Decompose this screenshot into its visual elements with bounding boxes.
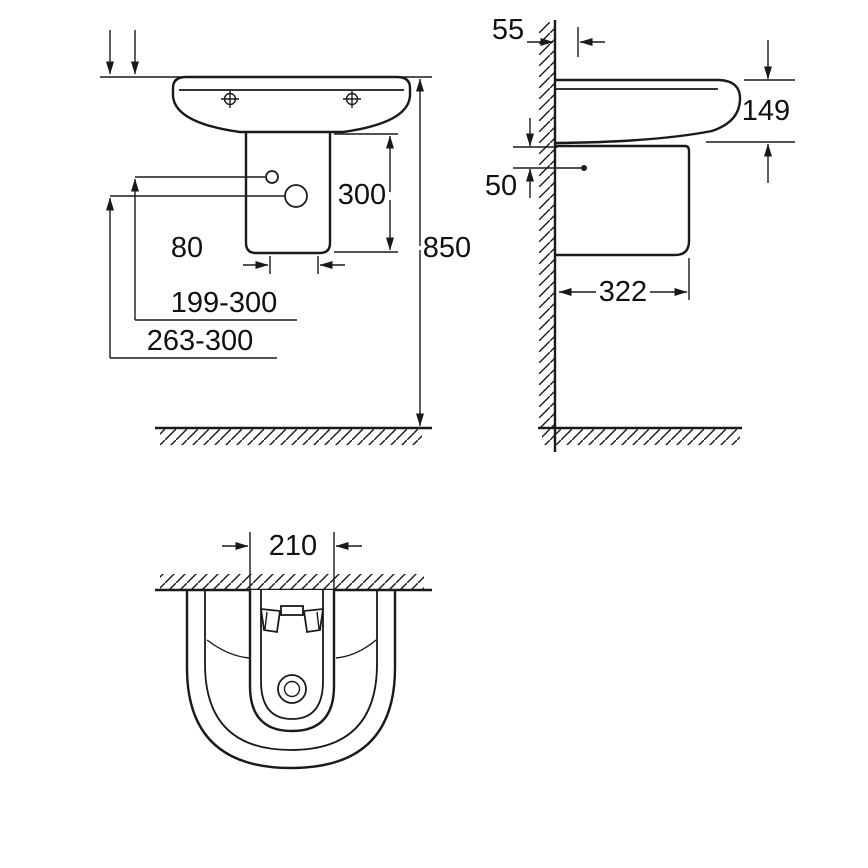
dim-label-300: 300 [338, 179, 386, 211]
dim-50: 50 [485, 118, 587, 202]
front-view: 300 850 80 199-300 263-300 [100, 30, 471, 445]
dim-label-263-300: 263-300 [147, 325, 253, 357]
dim-label-322: 322 [599, 276, 647, 308]
drain-inner-circle [283, 680, 301, 698]
basin-outer-outline [185, 590, 397, 770]
drain-outer-circle [277, 674, 307, 704]
pedestal-bottom-outline [248, 590, 336, 733]
bracket-detail [264, 611, 268, 630]
dim-label-80: 80 [171, 232, 203, 264]
fixing-hole-upper [265, 170, 279, 184]
fixing-hole-lower [284, 184, 308, 208]
fixing-point-marker [581, 165, 587, 171]
bottom-view: 210 [155, 530, 432, 770]
dim-label-55: 55 [492, 14, 524, 46]
bracket-detail [316, 611, 320, 630]
dim-label-210: 210 [269, 530, 317, 562]
dim-label-50: 50 [485, 170, 517, 202]
pedestal-front-outline [244, 132, 332, 255]
bracket-shape [302, 607, 325, 634]
dim-label-850: 850 [423, 232, 471, 264]
dim-300: 300 [334, 133, 398, 253]
floor-hatch [542, 429, 740, 445]
mount-hole-left [221, 90, 239, 108]
dim-80: 80 [171, 232, 345, 274]
basin-side-profile [555, 78, 742, 145]
bowl-ledge-left [206, 639, 250, 659]
dim-label-149: 149 [742, 95, 790, 127]
overflow-channel [280, 605, 304, 616]
fixing-bracket-left [259, 607, 282, 634]
basin-front-outline [171, 75, 412, 134]
floor-hatch [160, 429, 422, 445]
dim-263-300: 263-300 [106, 195, 284, 359]
side-view: 55 149 50 322 [485, 14, 795, 452]
wall-hatch [539, 22, 555, 428]
basin-inner-outline [204, 590, 378, 751]
bowl-ledge-right [335, 639, 377, 659]
fixing-bracket-right [302, 607, 325, 634]
dim-199-300: 199-300 [131, 176, 297, 321]
pedestal-inner-line [260, 590, 324, 720]
bracket-shape [259, 607, 282, 634]
dim-149: 149 [706, 40, 795, 183]
wall-hatch [160, 574, 424, 590]
dim-322: 322 [558, 258, 690, 308]
dim-850: 850 [416, 78, 471, 427]
mount-hole-right [343, 90, 361, 108]
dim-210: 210 [222, 530, 362, 589]
dim-label-199-300: 199-300 [171, 287, 277, 319]
pedestal-side-profile [556, 144, 691, 257]
dim-55: 55 [492, 14, 605, 57]
